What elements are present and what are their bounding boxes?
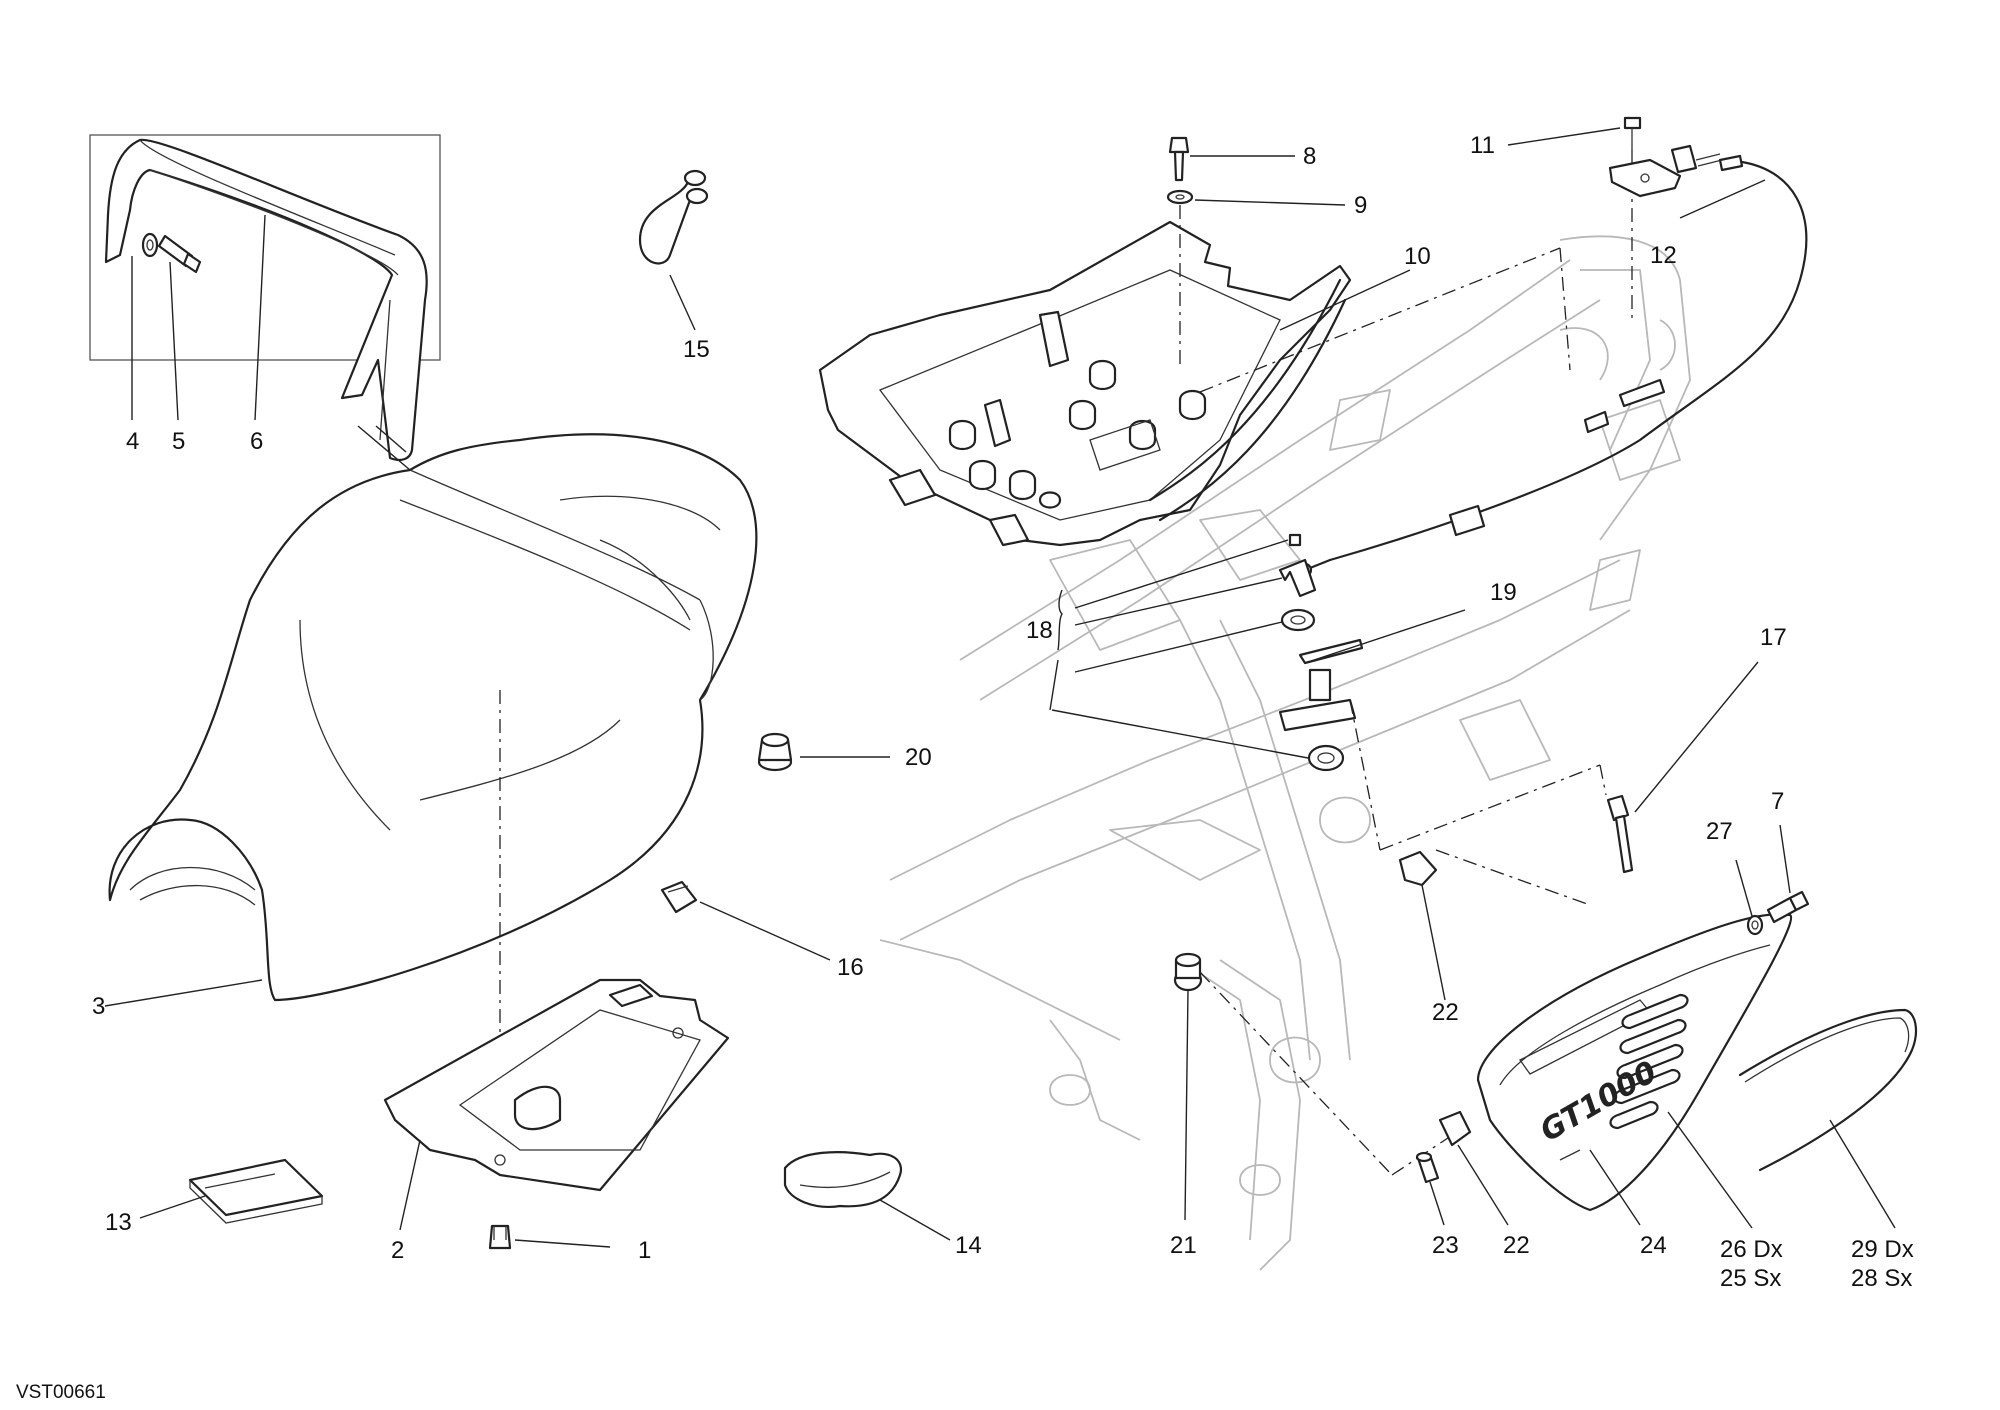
callout-21: 21: [1170, 1232, 1197, 1259]
seat-pad: [783, 1151, 903, 1208]
callout-7: 7: [1771, 788, 1784, 815]
screw-5: [157, 234, 202, 274]
callout-2: 2: [391, 1237, 404, 1264]
rubber-grommet-20: [757, 732, 793, 772]
callout-15: 15: [683, 336, 710, 363]
callout-18: 18: [1026, 617, 1053, 644]
screw-11: [1623, 116, 1642, 150]
callout-3: 3: [92, 993, 105, 1020]
callout-14: 14: [955, 1232, 982, 1259]
washer-27: [1746, 914, 1764, 936]
callout-19: 19: [1490, 579, 1517, 606]
under-seat-tray: [383, 978, 730, 1192]
latch-plate: [1278, 558, 1317, 598]
callout-28-sx: 28 Sx: [1851, 1265, 1912, 1292]
callout-12: 12: [1650, 242, 1677, 269]
clip-22-upper: [1398, 850, 1438, 887]
callout-24: 24: [1640, 1232, 1667, 1259]
seat-lock-release-cable: [1297, 144, 1808, 578]
grab-handle: [104, 138, 428, 461]
grommet-21: [1173, 952, 1203, 992]
drawing-code: VST00661: [16, 1382, 106, 1403]
helmet-cable: [638, 169, 709, 265]
callout-8: 8: [1303, 143, 1316, 170]
callout-10: 10: [1404, 243, 1431, 270]
washer-9: [1166, 189, 1194, 205]
grab-handle-inset-frame: [89, 134, 441, 361]
callout-29-dx: 29 Dx: [1851, 1236, 1914, 1263]
seat: [108, 433, 758, 1002]
grommet-19: [1307, 744, 1345, 772]
callout-26-dx: 26 Dx: [1720, 1236, 1783, 1263]
callout-13: 13: [105, 1209, 132, 1236]
owners-manual: [188, 1158, 324, 1224]
callout-22-lower: 22: [1503, 1232, 1530, 1259]
pin-17: [1606, 794, 1634, 874]
clip-22-lower: [1438, 1110, 1472, 1147]
callout-17: 17: [1760, 624, 1787, 651]
washer-4: [141, 232, 159, 258]
spacer-23: [1415, 1151, 1440, 1184]
side-cover: GT1000: [1476, 913, 1793, 1212]
trim-strip: [1738, 1008, 1918, 1172]
hook-19: [1278, 638, 1364, 732]
bushing-18: [1280, 608, 1316, 632]
callout-25-sx: 25 Sx: [1720, 1265, 1781, 1292]
callout-6: 6: [250, 428, 263, 455]
rear-subframe: [879, 235, 1691, 1271]
callout-27: 27: [1706, 818, 1733, 845]
callout-9: 9: [1354, 192, 1367, 219]
callout-23: 23: [1432, 1232, 1459, 1259]
callout-11: 11: [1470, 132, 1495, 159]
screw-7: [1766, 890, 1810, 924]
callout-5: 5: [172, 428, 185, 455]
clip-16: [660, 880, 698, 914]
screw-1: [488, 1224, 512, 1250]
callout-20: 20: [905, 744, 932, 771]
callout-4: 4: [126, 428, 139, 455]
screw-18: [1288, 533, 1302, 547]
callout-22-upper: 22: [1432, 999, 1459, 1026]
callout-1: 1: [638, 1237, 651, 1264]
callout-16: 16: [837, 954, 864, 981]
bolt-8: [1168, 136, 1190, 182]
seat-support-tray: [818, 220, 1352, 547]
